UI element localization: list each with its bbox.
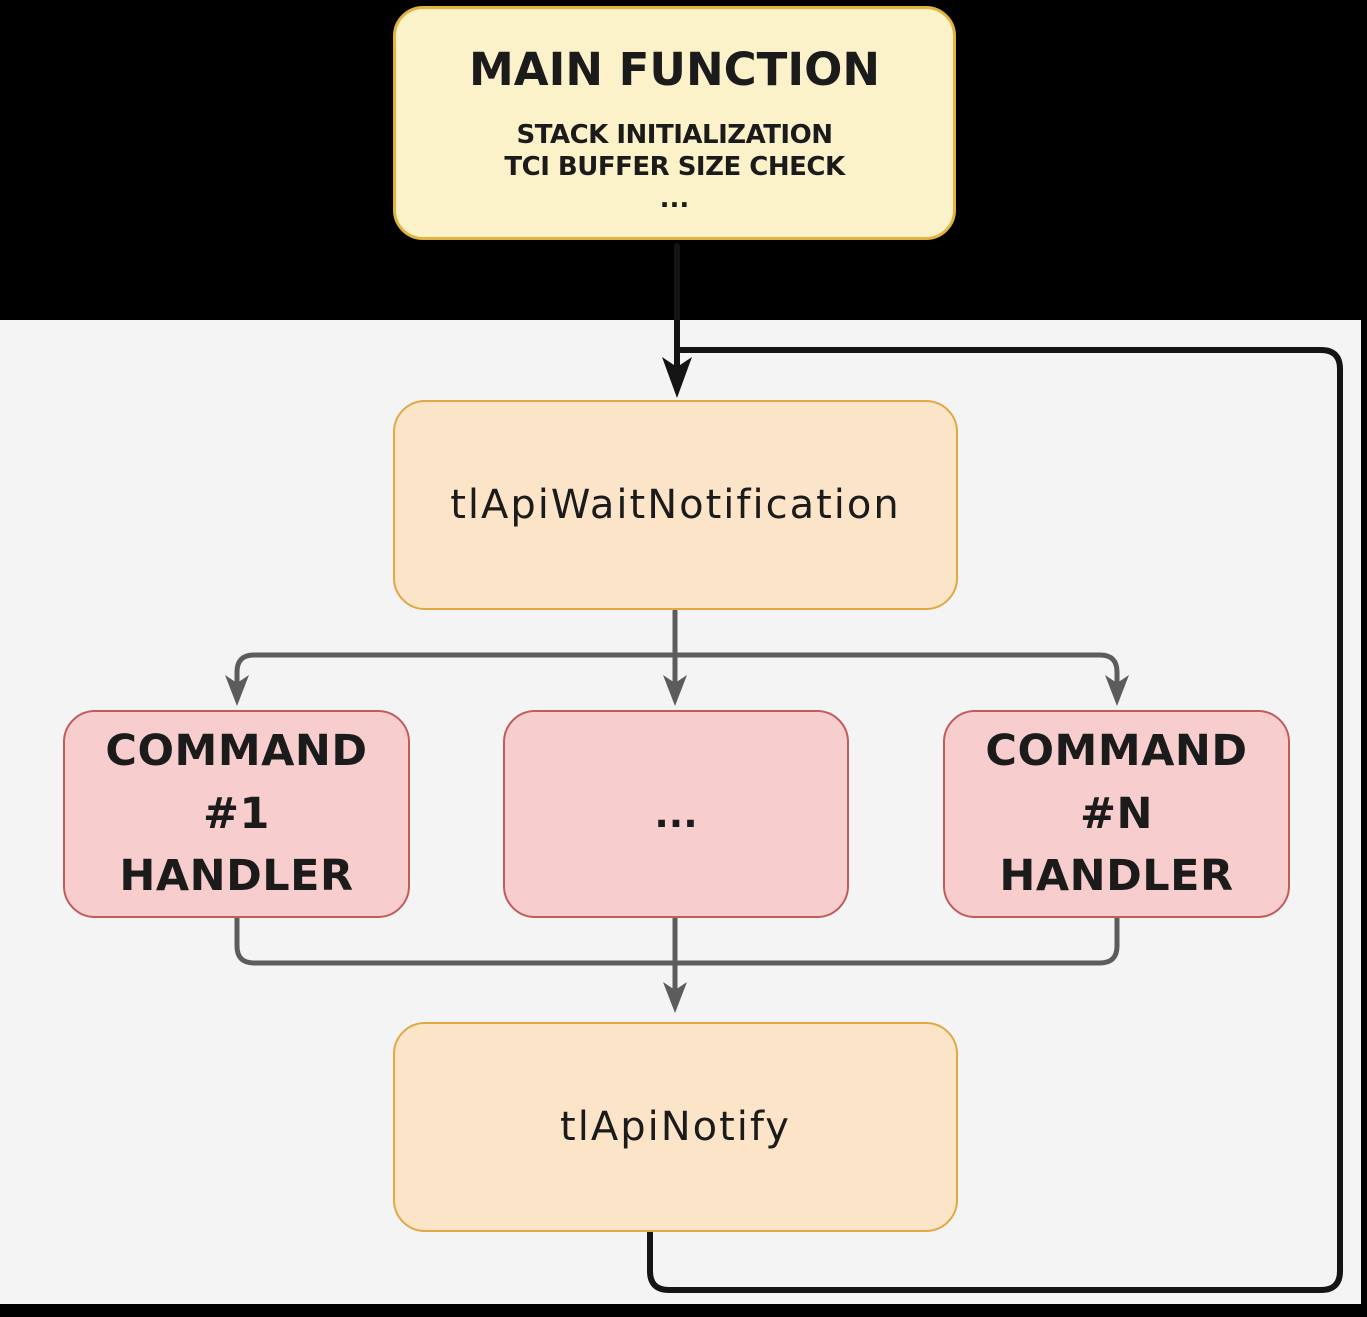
main-function-ellipsis: ... <box>659 183 690 214</box>
main-function-detail-tci: TCI BUFFER SIZE CHECK <box>504 151 845 182</box>
command-1-line-1: COMMAND #1 <box>105 726 368 839</box>
merge-connector-line <box>234 915 1120 999</box>
main-function-detail-stack: STACK INITIALIZATION <box>516 119 833 150</box>
command-1-line-2: HANDLER <box>119 851 354 902</box>
node-command-n-handler: COMMAND #N HANDLER <box>943 710 1290 918</box>
node-main-function: MAIN FUNCTION STACK INITIALIZATION TCI B… <box>393 6 956 240</box>
branch-arrowhead-left <box>225 675 249 706</box>
command-ellipsis-label: ... <box>654 791 698 836</box>
branch-arrowhead-right <box>1105 675 1129 706</box>
node-command-1-handler: COMMAND #1 HANDLER <box>63 710 410 918</box>
branch-connector-line <box>234 608 1120 693</box>
arrow-main-to-wait-head <box>662 357 692 398</box>
loop-notify-to-wait-line <box>647 347 1343 1293</box>
branch-arrowhead-center <box>663 675 687 706</box>
wait-notification-label: tlApiWaitNotification <box>450 482 901 528</box>
command-n-line-1: COMMAND #N <box>985 726 1248 839</box>
notify-label: tlApiNotify <box>560 1104 791 1150</box>
merge-arrowhead <box>663 982 687 1013</box>
main-function-title: MAIN FUNCTION <box>469 42 880 96</box>
node-notify: tlApiNotify <box>393 1022 958 1232</box>
command-n-line-2: HANDLER <box>999 851 1234 902</box>
node-command-ellipsis: ... <box>503 710 849 918</box>
node-wait-notification: tlApiWaitNotification <box>393 400 958 610</box>
